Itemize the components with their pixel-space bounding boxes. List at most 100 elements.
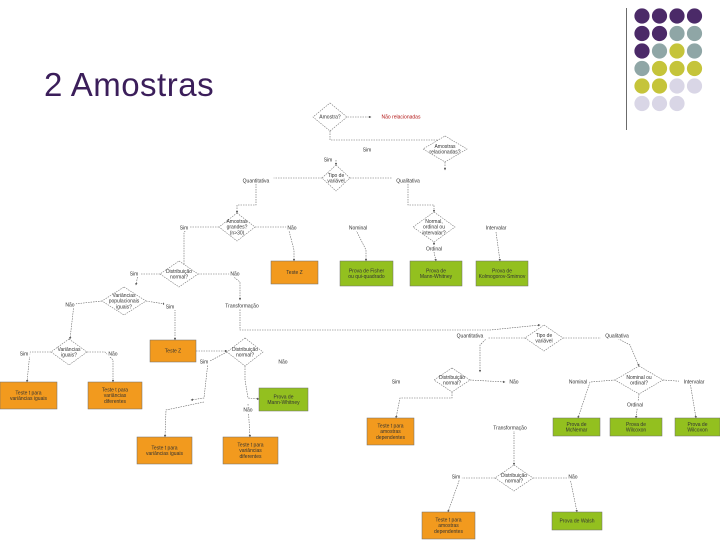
connector-arrow	[329, 131, 447, 141]
edge-label-text: Sim	[363, 148, 372, 154]
edge-label-text: Intervalar	[486, 226, 507, 232]
connector-arrow	[533, 477, 578, 513]
edge-label-l-sim-6: Sim	[18, 350, 30, 358]
edge-label-bg	[64, 301, 76, 308]
edge-label-text: Transformação	[493, 426, 527, 432]
connector-arrow	[635, 393, 640, 419]
decision-d-amostra: Amostra?	[312, 102, 348, 132]
connector-arrow	[433, 251, 437, 262]
edge-label-text: Quantitativa	[243, 179, 270, 185]
edge-label-bg	[229, 270, 241, 277]
decision-diamond	[226, 337, 264, 367]
edge-label-bg	[422, 245, 446, 252]
green-g-walsh: Prova de Walsh	[551, 511, 603, 531]
box-label: Prova de Walsh	[559, 519, 594, 525]
decision-diamond	[159, 260, 199, 288]
decision-diamond	[524, 324, 564, 352]
edge-label-text: Nominal	[569, 380, 587, 386]
edge-label-l-nominal: Nominal	[346, 224, 370, 232]
edge-label-l-intervalar-2: Intervalar	[679, 378, 709, 386]
orange-box	[87, 381, 143, 410]
connector-arrow	[26, 351, 51, 383]
edge-label-l-nao-2: Não	[229, 270, 241, 278]
edge-label-l-qualitativa-2: Qualitativa	[600, 332, 634, 340]
edge-label-bg	[679, 378, 709, 385]
edge-label-text: Não	[65, 303, 74, 309]
edge-label-text: Sim	[452, 475, 461, 481]
edge-label-l-transformacao-2: Transformação	[491, 424, 529, 432]
edge-label-l-sim-5: Sim	[164, 303, 176, 311]
decision-diamond	[412, 211, 456, 243]
edge-label-text: Nominal	[349, 226, 367, 232]
connector-arrow	[198, 273, 242, 301]
edge-label-text: Quantitativa	[457, 334, 484, 340]
edge-label-l-sim-4: Sim	[128, 270, 140, 278]
edge-label-text: Sim	[20, 352, 29, 358]
edge-label-l-sim-1: Sim	[361, 146, 373, 154]
edge-label-l-ordinal-2: Ordinal	[623, 401, 647, 409]
edge-label-bg	[223, 302, 261, 309]
edge-label-text: Não	[287, 226, 296, 232]
edge-label-text: Não	[509, 380, 518, 386]
edge-label-l-intervalar: Intervalar	[481, 224, 511, 232]
edge-label-l-nao-relacionadas: Não relacionadas	[378, 113, 424, 121]
edge-label-text: Não	[278, 360, 287, 366]
decision-diamond	[50, 338, 88, 366]
decision-diamond	[101, 286, 147, 316]
edge-label-l-nao-5: Não	[277, 358, 289, 366]
green-box	[552, 417, 601, 437]
connector-arrow	[163, 401, 205, 438]
box-label: Teste Z	[286, 270, 302, 276]
edge-label-bg	[178, 224, 190, 231]
orange-box	[149, 339, 197, 363]
decision-diamond	[494, 464, 534, 492]
edge-label-text: Sim	[180, 226, 189, 232]
edge-label-bg	[242, 406, 254, 413]
edge-label-text: Não relacionadas	[382, 115, 421, 121]
edge-label-l-sim-2: Sim	[322, 156, 334, 164]
edge-label-bg	[164, 303, 176, 310]
box-label: Teste Z	[165, 349, 181, 355]
connector-arrow	[407, 184, 436, 213]
edge-label-l-nao-1: Não	[286, 224, 298, 232]
connector-arrow	[447, 477, 495, 513]
connector-arrow	[469, 379, 506, 384]
connector-arrow	[662, 379, 697, 419]
edge-label-text: Sim	[200, 360, 209, 366]
connector-arrow	[577, 379, 616, 419]
connector-arrow	[563, 337, 640, 367]
edge-label-bg	[623, 401, 647, 408]
connector-arrow	[255, 226, 296, 262]
orange-o-teste-z2: Teste Z	[149, 339, 197, 363]
edge-label-text: Sim	[130, 272, 139, 278]
edge-label-bg	[346, 224, 370, 231]
decorative-vertical-line	[626, 8, 627, 130]
edge-label-text: Sim	[166, 305, 175, 311]
connector-arrow	[395, 392, 453, 419]
connector-arrow	[239, 302, 541, 331]
connector-arrow	[182, 226, 219, 269]
edge-label-bg	[198, 358, 210, 365]
